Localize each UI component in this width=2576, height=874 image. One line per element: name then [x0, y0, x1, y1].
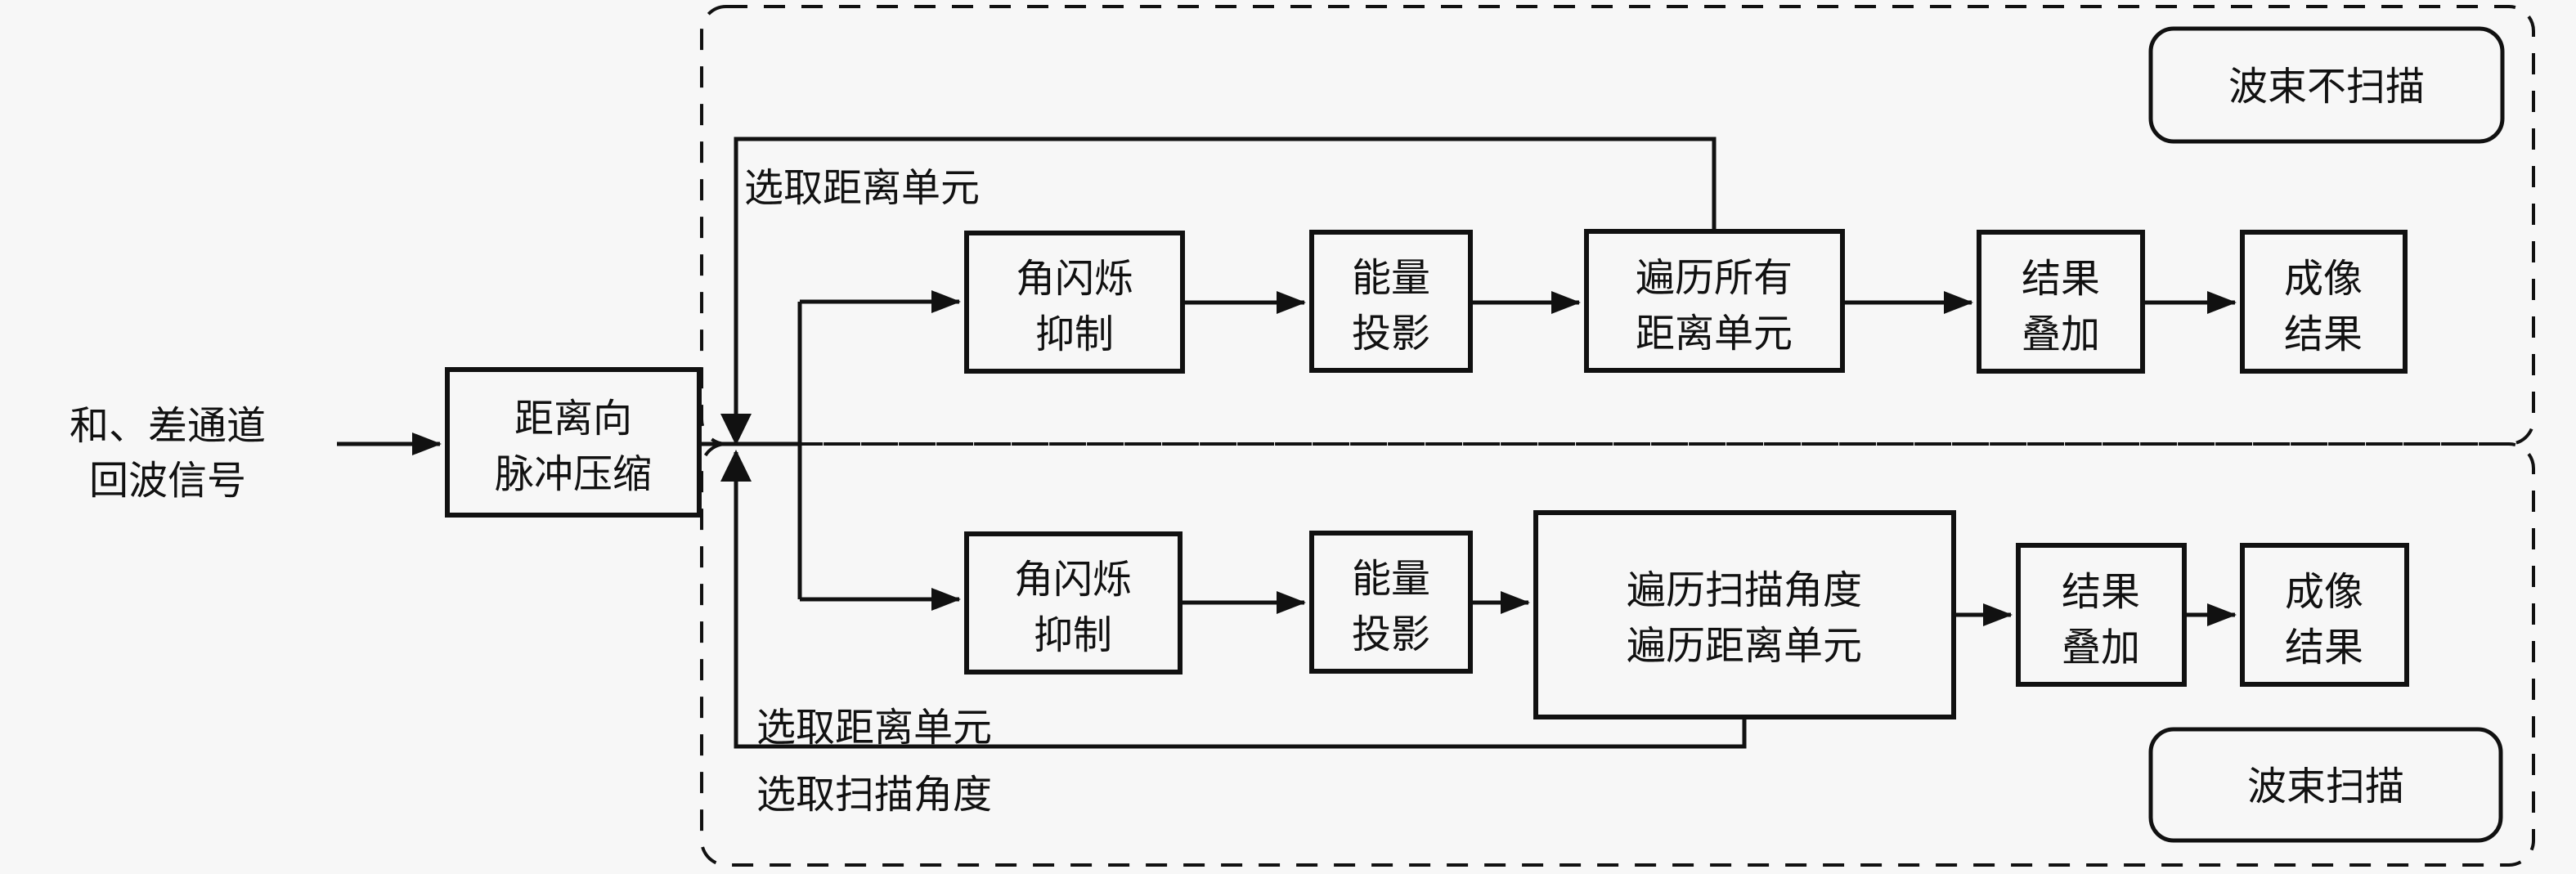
line-top-feedback-loop — [734, 137, 1717, 441]
node-label: 叠加 — [2062, 626, 2140, 670]
node-pulse-compression: 距离向 脉冲压缩 — [445, 367, 702, 518]
node-label: 结果 — [2062, 571, 2140, 614]
line-bottom-feedback-loop — [734, 452, 1747, 749]
node-glint-suppression-bottom: 角闪烁 抑制 — [964, 531, 1183, 675]
region-tag-beam-no-scan: 波束不扫描 — [2148, 26, 2505, 144]
node-label: 距离单元 — [1636, 312, 1793, 356]
region-tag-label: 波束扫描 — [2247, 765, 2404, 809]
node-label: 投影 — [1352, 613, 1430, 657]
node-traverse-all-range-cells: 遍历所有 距离单元 — [1584, 229, 1845, 373]
input-label-line1: 和、差通道 — [70, 405, 266, 448]
node-label: 结果 — [2284, 313, 2363, 356]
node-label: 能量 — [1352, 558, 1430, 601]
node-label: 能量 — [1352, 257, 1430, 300]
beam-no-scan-region-frame — [700, 5, 2535, 446]
node-label: 遍历所有 — [1636, 257, 1793, 300]
loop-label-top-select-range-cell: 选取距离单元 — [744, 167, 980, 210]
region-tag-label: 波束不扫描 — [2228, 65, 2425, 109]
node-label: 成像 — [2285, 571, 2363, 614]
node-label: 结果 — [2285, 626, 2363, 670]
node-label: 角闪烁 — [1016, 258, 1133, 301]
node-label: 抑制 — [1034, 614, 1112, 657]
node-result-superposition-top: 结果 叠加 — [1977, 230, 2145, 374]
beam-scan-region-frame — [700, 442, 2535, 867]
node-label: 投影 — [1352, 312, 1430, 356]
loop-label-bottom-select-scan-angle: 选取扫描角度 — [756, 773, 992, 817]
node-label: 遍历距离单元 — [1627, 625, 1862, 668]
node-traverse-scan-angles-range-cells: 遍历扫描角度 遍历距离单元 — [1533, 510, 1956, 719]
node-energy-projection-bottom: 能量 投影 — [1309, 531, 1473, 674]
node-label: 叠加 — [2022, 313, 2100, 356]
input-label-line2: 回波信号 — [89, 459, 246, 503]
input-signal-label: 和、差通道 回波信号 — [70, 405, 266, 503]
node-label: 遍历扫描角度 — [1627, 569, 1862, 612]
loop-label-bottom-select-range-cell: 选取距离单元 — [756, 706, 992, 750]
node-label: 抑制 — [1035, 313, 1114, 356]
junction-arrowhead-up-icon — [720, 450, 752, 482]
node-label: 成像 — [2284, 258, 2363, 301]
node-label: 结果 — [2022, 258, 2100, 301]
region-tag-beam-scan: 波束扫描 — [2148, 727, 2503, 843]
node-label: 角闪烁 — [1014, 558, 1132, 602]
node-imaging-result-bottom: 成像 结果 — [2240, 543, 2409, 687]
node-result-superposition-bottom: 结果 叠加 — [2016, 543, 2187, 687]
node-imaging-result-top: 成像 结果 — [2240, 230, 2408, 374]
junction-arrowhead-down-icon — [720, 414, 752, 446]
node-label: 距离向 — [514, 397, 632, 441]
node-label: 脉冲压缩 — [495, 453, 652, 496]
node-energy-projection-top: 能量 投影 — [1309, 230, 1473, 373]
node-glint-suppression-top: 角闪烁 抑制 — [964, 231, 1185, 374]
